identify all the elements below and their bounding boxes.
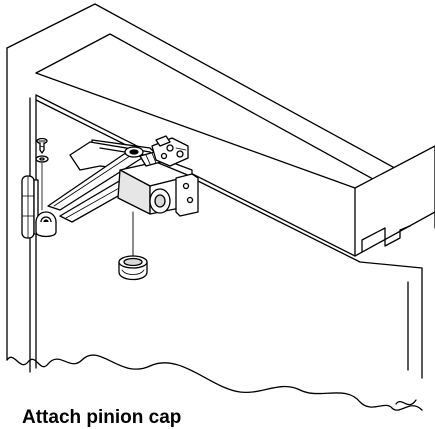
hinge xyxy=(21,175,39,239)
frame-end-face xyxy=(354,145,435,257)
frame-notch xyxy=(361,225,411,253)
elbow-joint xyxy=(35,211,57,238)
door-break-line-2 xyxy=(395,399,417,406)
frame-top-front-edge xyxy=(35,72,356,189)
frame-inner-top-edge xyxy=(35,33,421,206)
screw-icon xyxy=(36,137,48,154)
pinion-assembly xyxy=(124,135,189,167)
hinge-plate xyxy=(33,179,39,235)
frame-header-bottom-edge xyxy=(35,94,356,257)
door-break-line xyxy=(6,354,423,411)
frame-top-face xyxy=(6,3,435,229)
pinion-cap-icon xyxy=(118,255,148,281)
frame-header xyxy=(6,3,435,361)
washer-icon xyxy=(35,155,49,163)
body-mount-plate xyxy=(175,173,199,217)
step-caption: Attach pinion cap xyxy=(22,407,182,428)
closer-body xyxy=(117,161,199,217)
